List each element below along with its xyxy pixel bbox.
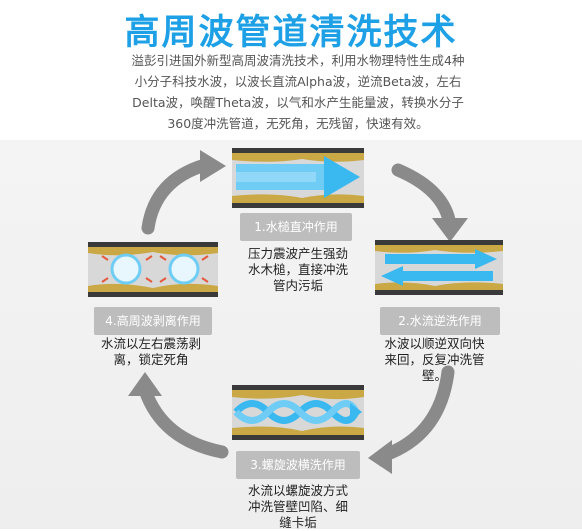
intro-text: 溢彭引进国外新型高周波清洗技术，利用水物理特性生成4种 小分子科技水波，以波长直… <box>108 50 488 134</box>
step-label-3: 3.螺旋波横洗作用 <box>236 451 360 479</box>
page-title: 高周波管道清洗技术 <box>124 13 458 53</box>
pipe-illustration-1 <box>232 148 364 208</box>
arrowhead-bottom-left <box>128 372 162 396</box>
step-desc-line: 缝卡垢 <box>279 515 317 530</box>
step-desc-line: 水木槌，直接冲洗 <box>247 262 348 277</box>
step-desc-2: 水波以顺逆双向快 来回，反复冲洗管 壁。 <box>372 336 497 384</box>
arrow-bottom-left <box>138 383 229 459</box>
intro-line: 小分子科技水波，以波长直流Alpha波，逆流Beta波，左右 <box>134 74 462 89</box>
step-desc-line: 水流以左右震荡剥 <box>100 336 201 351</box>
step-desc-line: 水流以螺旋波方式 <box>247 483 348 498</box>
pipe-illustration-2 <box>375 240 503 295</box>
arrowhead-left-top <box>200 150 226 182</box>
step-desc-line: 离，锁定死角 <box>113 352 189 367</box>
step-desc-line: 冲洗管壁凹陷、细 <box>247 499 348 514</box>
arrowhead-top-right <box>432 218 468 242</box>
step-desc-line: 压力震波产生强劲 <box>247 246 348 261</box>
intro-line: 溢彭引进国外新型高周波清洗技术，利用水物理特性生成4种 <box>131 53 465 68</box>
step-desc-line: 壁。 <box>421 368 447 383</box>
arrow-left-top <box>141 158 212 235</box>
arrow-right-bottom <box>378 365 455 462</box>
step-desc-line: 来回，反复冲洗管 <box>384 352 485 367</box>
pipe-illustration-4 <box>88 242 218 297</box>
step-desc-1: 压力震波产生强劲 水木槌，直接冲洗 管内污垢 <box>238 246 358 294</box>
step-label-1: 1.水槌直冲作用 <box>240 213 352 241</box>
step-desc-3: 水流以螺旋波方式 冲洗管壁凹陷、细 缝卡垢 <box>232 483 364 531</box>
arrow-top-right <box>391 163 457 232</box>
arrowhead-right-bottom <box>368 440 392 474</box>
step-label-2: 2.水流逆洗作用 <box>380 307 500 335</box>
step-desc-line: 水波以顺逆双向快 <box>384 336 485 351</box>
step-desc-line: 管内污垢 <box>272 278 323 293</box>
intro-line: Delta波，唤醒Theta波，以气和水产生能量波，转换水分子 <box>132 95 464 110</box>
pipe-illustration-3 <box>232 385 364 440</box>
intro-line: 360度冲洗管道，无死角，无残留，快速有效。 <box>167 116 429 131</box>
step-desc-4: 水流以左右震荡剥 离，锁定死角 <box>86 336 216 368</box>
step-label-4: 4.高周波剥离作用 <box>94 307 212 335</box>
